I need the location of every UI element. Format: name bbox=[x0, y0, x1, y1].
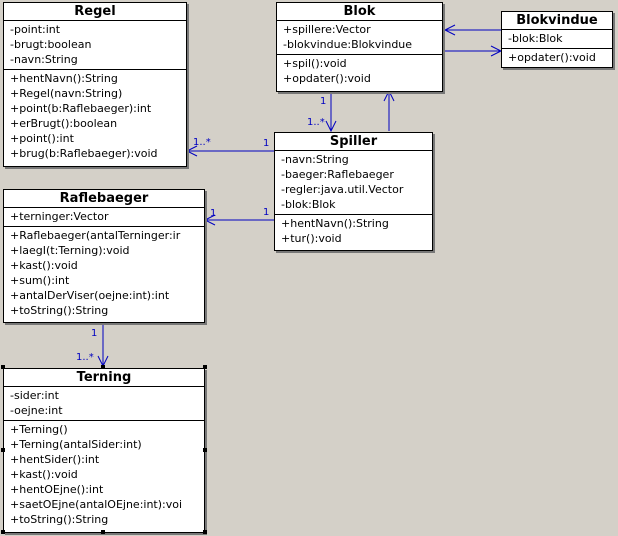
attribute: -navn:String bbox=[281, 153, 349, 166]
operation: +laegI(t:Terning):void bbox=[10, 244, 130, 257]
class-box-blokvindue[interactable]: Blokvindue -blok:Blok +opdater():void bbox=[501, 11, 613, 68]
operation: +brug(b:Raflebaeger):void bbox=[10, 147, 158, 160]
attribute: -blok:Blok bbox=[281, 198, 336, 211]
operation: +hentSider():int bbox=[10, 453, 100, 466]
arrowhead-at-spiller bbox=[325, 120, 337, 133]
operation: +opdater():void bbox=[508, 51, 596, 64]
resize-handle[interactable] bbox=[101, 530, 105, 534]
attribute: +terninger:Vector bbox=[10, 210, 109, 223]
attribute: -regler:java.util.Vector bbox=[281, 183, 404, 196]
operation: +erBrugt():boolean bbox=[10, 117, 118, 130]
class-name: Regel bbox=[4, 3, 186, 21]
operation: +point(b:Raflebaeger):int bbox=[10, 102, 152, 115]
attributes-section: -sider:int -oejne:int bbox=[4, 387, 204, 420]
operation: +kast():void bbox=[10, 468, 78, 481]
class-name: Raflebaeger bbox=[4, 190, 204, 208]
attribute: -blokvindue:Blokvindue bbox=[283, 38, 413, 51]
resize-handle[interactable] bbox=[1, 530, 5, 534]
operation: +antalDerViser(oejne:int):int bbox=[10, 289, 170, 302]
operation: +hentNavn():String bbox=[10, 72, 118, 85]
operation: +Terning() bbox=[10, 423, 68, 436]
multiplicity-label: 1..* bbox=[76, 352, 94, 363]
arrowhead-at-regel bbox=[185, 145, 198, 157]
class-name: Blokvindue bbox=[502, 12, 612, 30]
attributes-section: -navn:String -baeger:Raflebaeger -regler… bbox=[275, 151, 432, 214]
attribute: -oejne:int bbox=[10, 404, 63, 417]
multiplicity-label: 1 bbox=[263, 207, 270, 218]
operations-section: +Raflebaeger(antalTerninger:ir +laegI(t:… bbox=[4, 226, 204, 320]
attribute: -navn:String bbox=[10, 53, 78, 66]
class-name: Spiller bbox=[275, 133, 432, 151]
attribute: -point:int bbox=[10, 23, 61, 36]
multiplicity-label: 1 bbox=[210, 208, 217, 219]
operation: +Raflebaeger(antalTerninger:ir bbox=[10, 229, 181, 242]
operation: +spil():void bbox=[283, 57, 347, 70]
operation: +saetOEjne(antalOEjne:int):voi bbox=[10, 498, 183, 511]
operation: +tur():void bbox=[281, 232, 342, 245]
operation: +hentOEjne():int bbox=[10, 483, 104, 496]
operation: +sum():int bbox=[10, 274, 70, 287]
multiplicity-label: 1 bbox=[263, 138, 270, 149]
operations-section: +opdater():void bbox=[502, 48, 612, 67]
attribute: -sider:int bbox=[10, 389, 59, 402]
operation: +opdater():void bbox=[283, 72, 371, 85]
operation: +hentNavn():String bbox=[281, 217, 389, 230]
operation: +toString():String bbox=[10, 304, 109, 317]
multiplicity-label: 1..* bbox=[307, 117, 325, 128]
class-box-terning[interactable]: Terning -sider:int -oejne:int +Terning()… bbox=[3, 368, 205, 533]
operation: +point():int bbox=[10, 132, 74, 145]
operation: +Regel(navn:String) bbox=[10, 87, 123, 100]
operations-section: +Terning() +Terning(antalSider:int) +hen… bbox=[4, 420, 204, 529]
attribute: +spillere:Vector bbox=[283, 23, 371, 36]
attributes-section: -point:int -brugt:boolean -navn:String bbox=[4, 21, 186, 69]
attribute: -brugt:boolean bbox=[10, 38, 92, 51]
arrowhead-at-raflebaeger bbox=[203, 214, 216, 226]
class-name: Blok bbox=[277, 3, 442, 21]
resize-handle[interactable] bbox=[101, 365, 105, 369]
operation: +Terning(antalSider:int) bbox=[10, 438, 142, 451]
resize-handle[interactable] bbox=[203, 530, 207, 534]
attribute: -baeger:Raflebaeger bbox=[281, 168, 394, 181]
operations-section: +spil():void +opdater():void bbox=[277, 54, 442, 88]
operation: +kast():void bbox=[10, 259, 78, 272]
resize-handle[interactable] bbox=[203, 365, 207, 369]
resize-handle[interactable] bbox=[203, 448, 207, 452]
attributes-section: +terninger:Vector bbox=[4, 208, 204, 226]
class-box-spiller[interactable]: Spiller -navn:String -baeger:Raflebaeger… bbox=[274, 132, 433, 251]
class-box-blok[interactable]: Blok +spillere:Vector -blokvindue:Blokvi… bbox=[276, 2, 443, 92]
operations-section: +hentNavn():String +Regel(navn:String) +… bbox=[4, 69, 186, 163]
multiplicity-label: 1..* bbox=[193, 137, 211, 148]
attribute: -blok:Blok bbox=[508, 32, 563, 45]
operations-section: +hentNavn():String +tur():void bbox=[275, 214, 432, 248]
class-box-regel[interactable]: Regel -point:int -brugt:boolean -navn:St… bbox=[3, 2, 187, 167]
resize-handle[interactable] bbox=[1, 365, 5, 369]
class-box-raflebaeger[interactable]: Raflebaeger +terninger:Vector +Raflebaeg… bbox=[3, 189, 205, 323]
attributes-section: +spillere:Vector -blokvindue:Blokvindue bbox=[277, 21, 442, 54]
multiplicity-label: 1 bbox=[91, 328, 98, 339]
operation: +toString():String bbox=[10, 513, 109, 526]
class-name: Terning bbox=[4, 369, 204, 387]
multiplicity-label: 1 bbox=[320, 96, 327, 107]
attributes-section: -blok:Blok bbox=[502, 30, 612, 48]
arrowhead-at-blok bbox=[443, 24, 456, 36]
resize-handle[interactable] bbox=[1, 448, 5, 452]
